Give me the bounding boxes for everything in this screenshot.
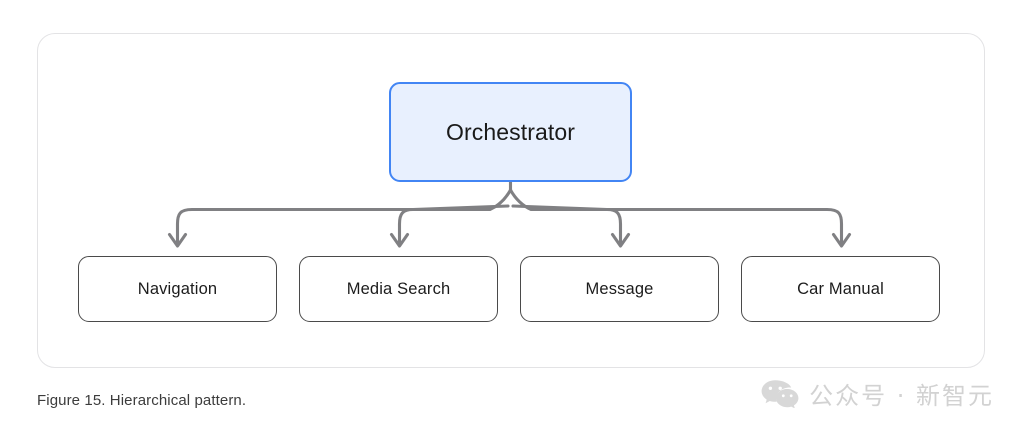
node-orchestrator[interactable]: Orchestrator [389, 82, 632, 182]
node-message-label: Message [585, 279, 654, 298]
watermark: 公众号 · 新智元 [760, 376, 994, 411]
node-navigation[interactable]: Navigation [78, 256, 277, 322]
leaf-node-row: Navigation Media Search Message Car Manu… [78, 256, 940, 322]
node-car-manual-label: Car Manual [797, 279, 884, 298]
figure-caption: Figure 15. Hierarchical pattern. [37, 392, 247, 409]
watermark-text: 公众号 · 新智元 [809, 382, 994, 410]
wechat-logo-icon [761, 380, 799, 408]
node-media-search[interactable]: Media Search [299, 256, 498, 322]
node-media-search-label: Media Search [346, 279, 451, 298]
node-navigation-label: Navigation [137, 279, 218, 298]
node-car-manual[interactable]: Car Manual [741, 256, 940, 322]
node-orchestrator-label: Orchestrator [445, 118, 575, 145]
node-message[interactable]: Message [520, 256, 719, 322]
